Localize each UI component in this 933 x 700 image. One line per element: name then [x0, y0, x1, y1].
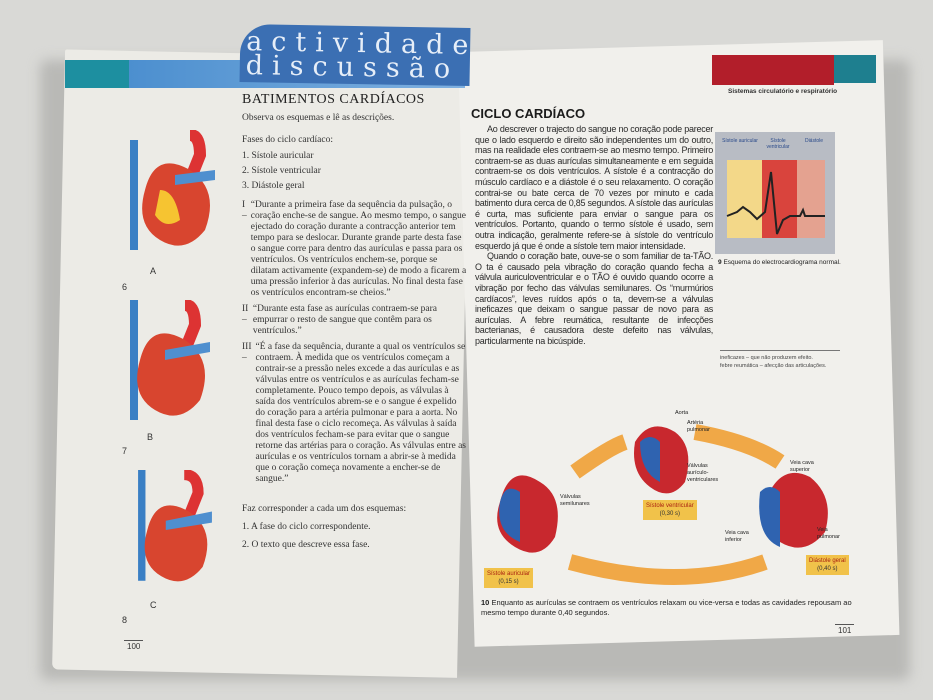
label-pulmonary-artery: Artéria pulmonar: [687, 420, 710, 433]
descriptions: I – “Durante a primeira fase da sequênci…: [242, 200, 467, 552]
ecg-figure: Sístole auricular Sístole ventricular Di…: [715, 132, 835, 254]
tag-ventricular-systole: Sístole ventricular (0,30 s): [643, 500, 697, 520]
description-1: I – “Durante a primeira fase da sequênci…: [242, 200, 467, 299]
tag-general-diastole: Diástole geral (0,40 s): [806, 555, 849, 575]
tag-atrial-systole: Sístole auricular (0,15 s): [484, 568, 534, 588]
phase-2: 2. Sístole ventricular: [242, 166, 321, 176]
ecg-label-atrial: Sístole auricular: [722, 138, 758, 144]
heart-diagram-a: [130, 130, 215, 250]
figure-10-caption: 10 Enquanto as aurículas se contraem os …: [481, 598, 856, 618]
figure-8-num: 8: [122, 615, 128, 625]
caption-num: 10: [481, 598, 490, 607]
tag-name: Sístole ventricular: [646, 503, 694, 509]
tag-time: (0,40 s): [817, 566, 838, 572]
description-num: I –: [242, 200, 247, 221]
paragraph-2: Quando o coração bate, ouve-se o som fam…: [475, 251, 713, 346]
task-label: Faz corresponder a cada um dos esquemas:: [242, 504, 407, 514]
cardiac-cycle-diagram: [497, 424, 828, 585]
label-semilunar-valves: Válvulas semilunares: [560, 494, 590, 507]
tag-name: Sístole auricular: [487, 571, 531, 577]
cycle-arrow: [693, 424, 785, 469]
heart-diagram-b: [130, 300, 210, 420]
task-1: 1. A fase do ciclo correspondente.: [242, 522, 371, 532]
body-text: Ao descrever o trajecto do sangue no cor…: [475, 124, 713, 346]
heart-atrial-systole: [497, 475, 558, 553]
glossary-item: ineficazes – que não produzem efeito.: [720, 355, 813, 361]
description-text: “Durante esta fase as aurículas contraem…: [252, 304, 438, 336]
description-num: II –: [242, 304, 249, 325]
caption-text: Esquema do electrocardiograma normal.: [723, 259, 841, 266]
figure-7-letter: B: [147, 432, 154, 442]
caption-text: Enquanto as aurículas se contraem os ven…: [481, 598, 852, 617]
ecg-label-diastole: Diástole: [804, 138, 824, 144]
right-page-number: 101: [835, 624, 855, 636]
description-2: II – “Durante esta fase as aurículas con…: [242, 304, 467, 337]
phase-1: 1. Sístole auricular: [242, 151, 314, 161]
figure-9-caption: 9 Esquema do electrocardiograma normal.: [718, 259, 841, 266]
description-text: “É a fase da sequência, durante a qual o…: [255, 342, 466, 484]
paragraph-1: Ao descrever o trajecto do sangue no cor…: [475, 124, 713, 251]
heart-general-diastole: [759, 472, 828, 548]
description-num: III –: [242, 342, 252, 363]
label-av-valves: Válvulas aurículo-ventriculares: [687, 463, 719, 483]
heart-diagram-c: [138, 470, 212, 582]
section-title: Sistemas circulatório e respiratório: [728, 88, 838, 95]
intro: Observa os esquemas e lê as descrições.: [242, 113, 395, 123]
heart-ventricular-systole: [634, 426, 689, 494]
right-header-band-teal: [834, 55, 876, 83]
phase-3: 3. Diástole geral: [242, 181, 305, 191]
figure-6-num: 6: [122, 282, 128, 292]
glossary-item: febre reumática – afecção das articulaçõ…: [720, 363, 827, 369]
label-pulmonary-vein: Veia pulmonar: [817, 527, 840, 540]
right-page-title: CICLO CARDÍACO: [471, 106, 586, 121]
figure-6-letter: A: [150, 266, 157, 276]
left-page-title: BATIMENTOS CARDÍACOS: [242, 92, 425, 107]
label-aorta: Aorta: [675, 410, 689, 416]
caption-num: 9: [718, 259, 722, 266]
description-text: “Durante a primeira fase da sequência da…: [250, 200, 467, 298]
ecg-label-ventricular: Sístole ventricular: [766, 138, 790, 150]
figure-7-num: 7: [122, 446, 128, 456]
task-2: 2. O texto que descreve essa fase.: [242, 540, 370, 550]
cycle-arrow: [570, 434, 628, 479]
right-header-band: [712, 55, 834, 85]
ecg-trace: [726, 171, 825, 235]
label-inferior-vena-cava: Veia cava inferior: [725, 530, 749, 543]
left-page-number: 100: [124, 640, 144, 652]
activities-header: actividades discussão: [239, 23, 471, 87]
cycle-arrow: [567, 554, 768, 585]
tag-time: (0,30 s): [659, 511, 681, 517]
phases-label: Fases do ciclo cardíaco:: [242, 135, 334, 145]
description-3: III – “É a fase da sequência, durante a …: [242, 342, 467, 485]
figure-8-letter: C: [150, 600, 157, 610]
tag-name: Diástole geral: [809, 558, 846, 564]
label-superior-vena-cava: Veia cava superior: [790, 460, 814, 473]
tag-time: (0,15 s): [498, 579, 519, 585]
glossary: ineficazes – que não produzem efeito. fe…: [720, 350, 840, 370]
